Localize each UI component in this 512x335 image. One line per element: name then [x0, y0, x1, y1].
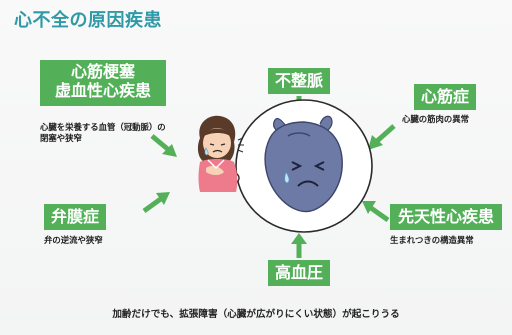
label-ischemic-line1: 心筋梗塞 [70, 62, 135, 81]
arrow-from-hypertension [291, 233, 307, 258]
label-cardiomyopathy: 心筋症 [414, 84, 476, 110]
label-hypertension: 高血圧 [268, 260, 330, 286]
label-arrhythmia: 不整脈 [268, 68, 330, 94]
arrow-from-valvular [142, 192, 170, 214]
label-ischemic-line2: 虚血性心疾患 [54, 81, 151, 101]
bottom-note: 加齢だけでも、拡張障害（心臓が広がりにくい状態）が起こりうる [112, 309, 400, 320]
caption-ischemic: 心臓を栄養する血管（冠動脈）の 閉塞や狭窄 [40, 122, 166, 145]
sad-heart-icon [264, 115, 343, 213]
label-valvular-disease: 弁膜症 [44, 204, 106, 230]
label-congenital-heart-disease: 先天性心疾患 [390, 204, 502, 230]
label-ischemic-heart-disease: 心筋梗塞 虚血性心疾患 [40, 60, 166, 106]
caption-ischemic-line1: 心臓を栄養する血管（冠動脈）の [40, 122, 166, 132]
arrow-from-ischemic [150, 134, 177, 157]
caption-valvular: 弁の逆流や狭窄 [44, 235, 103, 245]
page-title: 心不全の原因疾患 [14, 10, 162, 31]
caption-congenital: 生まれつきの構造異常 [390, 235, 474, 245]
arrow-from-congenital [362, 201, 390, 223]
caption-cardiomyopathy: 心臓の筋肉の異常 [402, 114, 469, 124]
girl-clutching-chest-illustration [197, 115, 244, 192]
arrow-from-cardiomyopathy [368, 124, 396, 150]
heart-thought-bubble [228, 99, 373, 233]
caption-ischemic-line2: 閉塞や狭窄 [40, 133, 82, 144]
